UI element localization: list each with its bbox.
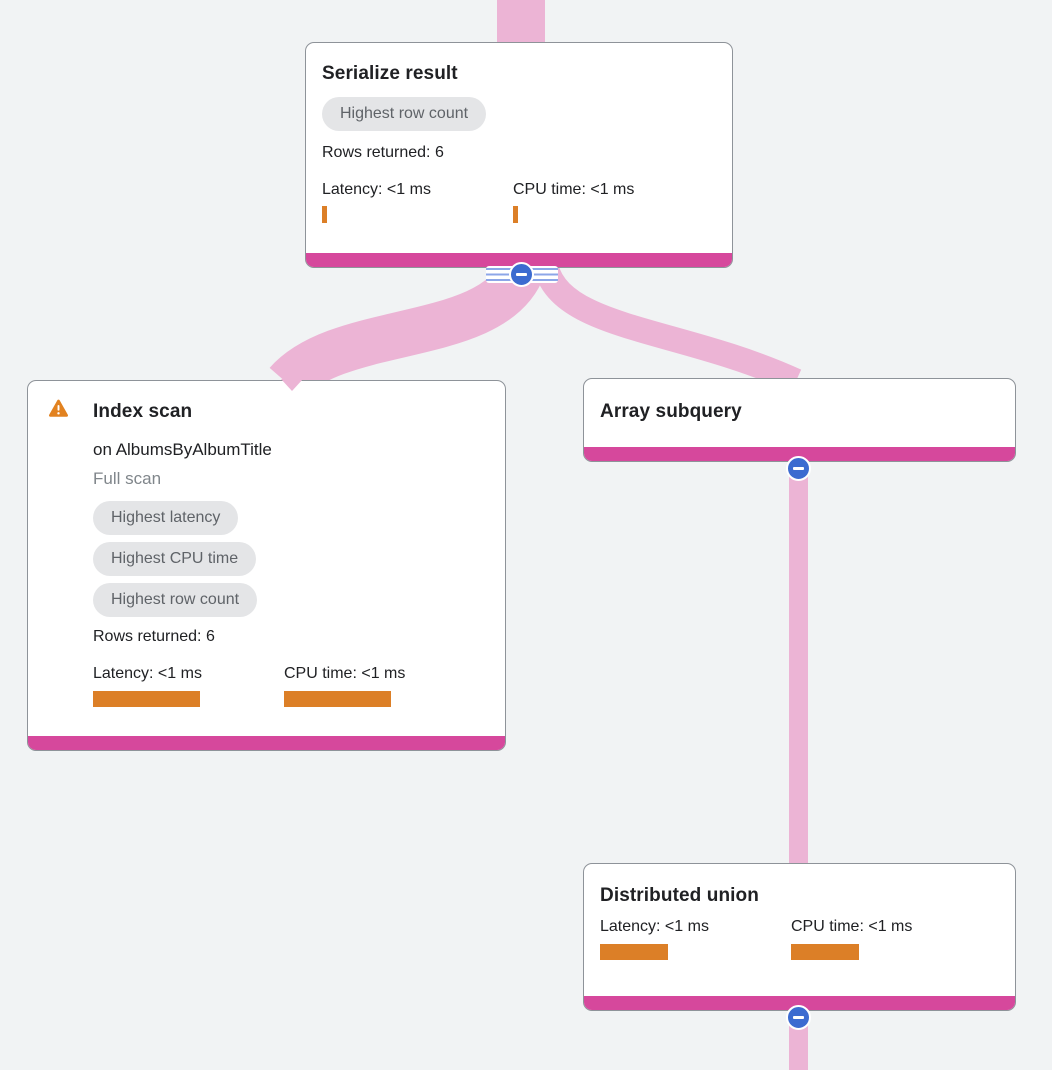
cpu-time-bar [513,206,518,223]
rows-returned-text: Rows returned: 6 [93,628,215,645]
minus-icon [793,467,804,470]
latency-bar [322,206,327,223]
node-distributed-union[interactable]: Distributed union Latency: <1 ms CPU tim… [583,863,1016,1011]
node-title: Array subquery [600,401,742,422]
node-title: Distributed union [600,885,759,906]
node-title: Serialize result [322,63,458,84]
minus-icon [793,1016,804,1019]
scan-type-text: Full scan [93,469,162,488]
minus-icon [516,273,527,276]
latency-bar [93,691,200,707]
cpu-time-label: CPU time: <1 ms [791,918,913,935]
index-target-text: on AlbumsByAlbumTitle [93,440,272,459]
badge-highest-cpu-time: Highest CPU time [93,542,257,576]
node-serialize-result[interactable]: Serialize result Highest row count Rows … [305,42,733,268]
edge-arrow-tip [281,379,303,391]
cpu-time-label: CPU time: <1 ms [284,665,406,682]
latency-bar [600,944,668,960]
cpu-time-bar [791,944,859,960]
edge-array-subquery-to-distributed-union [789,458,808,865]
collapse-button-distributed-union[interactable] [786,1005,811,1030]
latency-label: Latency: <1 ms [322,181,431,198]
latency-label: Latency: <1 ms [93,665,202,682]
edge-serialize-result-to-index-scan [269,257,545,400]
badge-highest-row-count: Highest row count [93,583,258,617]
node-bottom-strip [28,736,505,750]
node-title: Index scan [93,401,193,422]
rows-returned-text: Rows returned: 6 [322,144,444,161]
badge-highest-row-count: Highest row count [322,97,487,131]
warning-triangle-icon [48,399,69,417]
latency-label: Latency: <1 ms [600,918,709,935]
node-bottom-strip [306,253,732,267]
collapse-button-serialize-result[interactable] [509,262,534,287]
node-bottom-strip [584,447,1015,461]
cpu-time-label: CPU time: <1 ms [513,181,635,198]
node-index-scan[interactable]: Index scan on AlbumsByAlbumTitle Full sc… [27,380,506,751]
node-array-subquery[interactable]: Array subquery [583,378,1016,462]
edge-top-to-serialize-result [497,0,545,44]
badge-highest-latency: Highest latency [93,501,239,535]
collapse-button-array-subquery[interactable] [786,456,811,481]
edge-serialize-result-to-array-subquery [533,262,802,393]
cpu-time-bar [284,691,391,707]
node-bottom-strip [584,996,1015,1010]
